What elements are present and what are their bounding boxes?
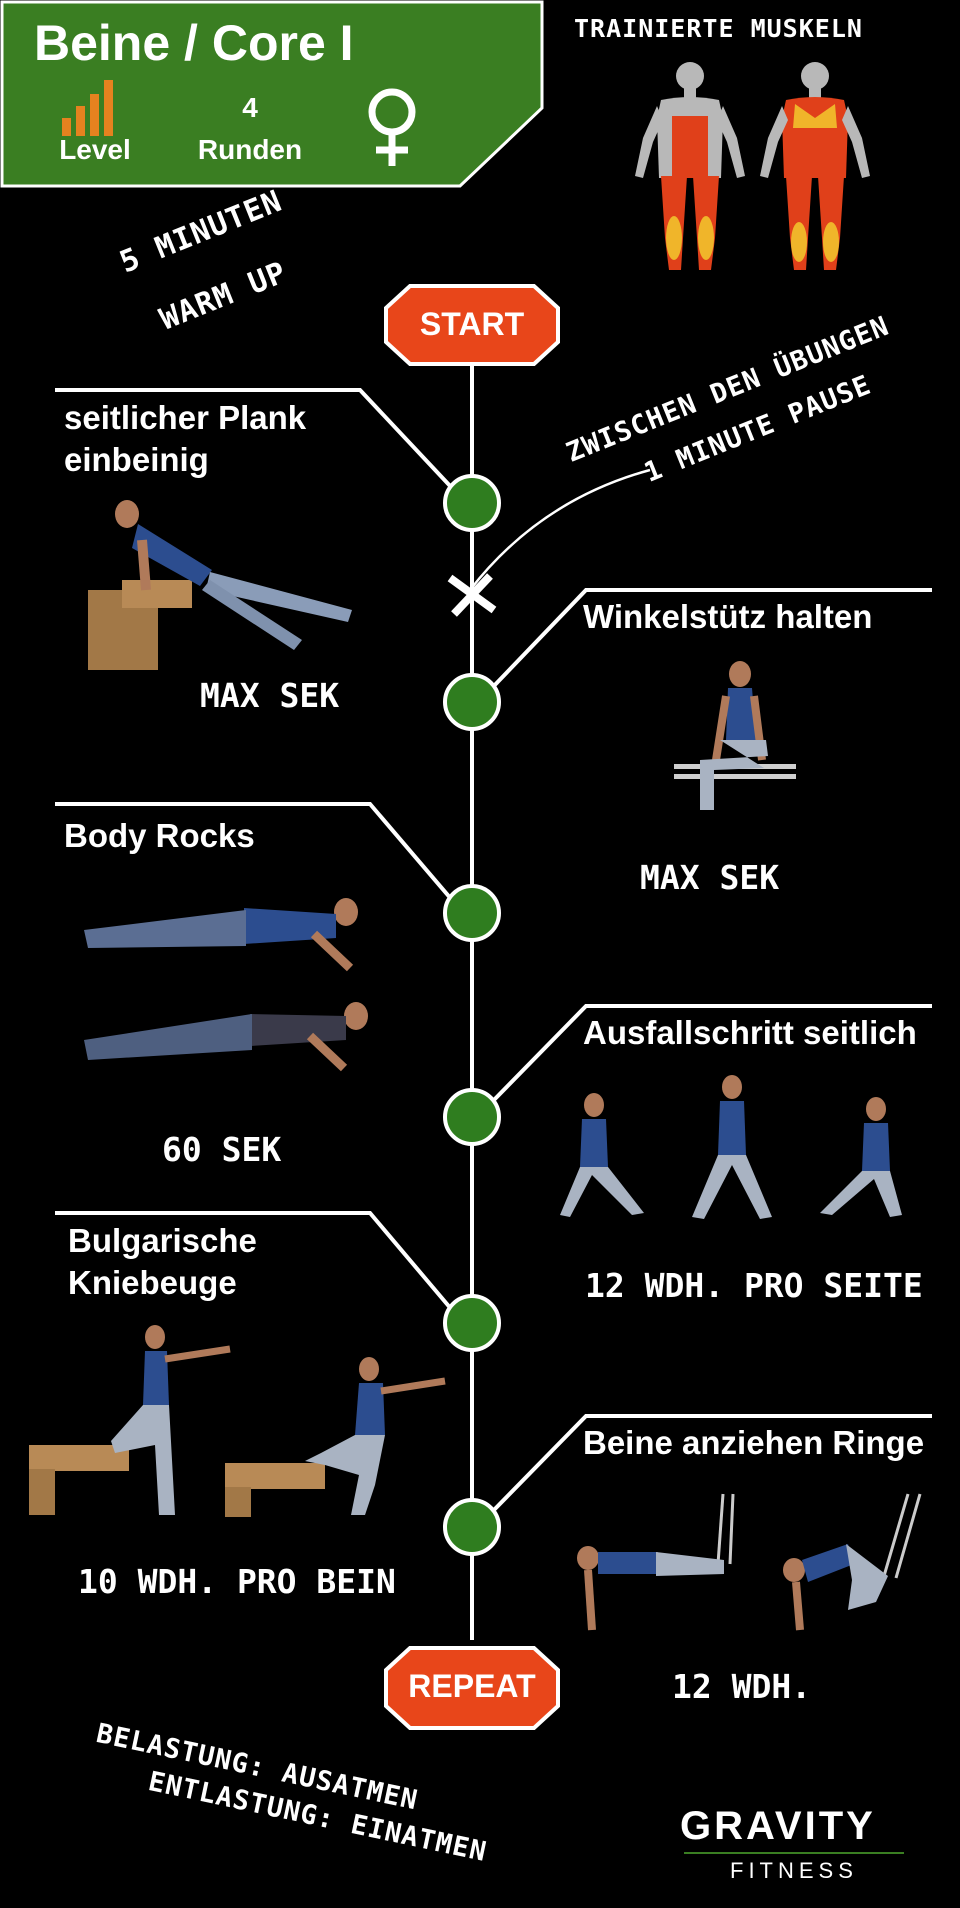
brand-name: GRAVITY (680, 1804, 876, 1848)
repeat-label: REPEAT (408, 1668, 536, 1704)
rounds-value: 4 (242, 92, 258, 123)
side-plank-figure (88, 500, 352, 670)
exercise-3-name-line1: Body Rocks (64, 817, 255, 854)
exercise-2-name-line1: Winkelstütz halten (583, 598, 873, 635)
timeline-node-4 (443, 1088, 501, 1146)
connector-3 (55, 802, 454, 902)
timeline-node-5 (443, 1294, 501, 1352)
level-label: Level (59, 134, 131, 165)
level-bars-icon (62, 80, 113, 136)
exercise-5-name-line2: Kniebeuge (68, 1264, 237, 1302)
rings-knee-tuck-figures (577, 1493, 922, 1631)
exercise-1-name: seitlicher Plank einbeinig (64, 397, 306, 481)
pause-pointer-curve (469, 468, 651, 591)
pause-x-icon (447, 573, 497, 617)
exercise-4-name: Ausfallschritt seitlich (583, 1012, 917, 1054)
exercise-1-name-line1: seitlicher Plank (64, 399, 307, 436)
back-body-figure (760, 62, 870, 270)
timeline-node-3 (443, 884, 501, 942)
start-label: START (419, 306, 525, 342)
l-sit-figure (674, 661, 796, 810)
exercise-6-reps: 12 WDH. (672, 1667, 812, 1706)
exercise-1-reps: MAX SEK (200, 676, 340, 715)
side-lunge-figures (560, 1075, 902, 1219)
exercise-3-reps: 60 SEK (162, 1130, 282, 1169)
brand-sub: FITNESS (730, 1858, 858, 1883)
start-sign (384, 284, 560, 366)
connector-4 (488, 1004, 932, 1106)
exercise-2-reps: MAX SEK (640, 858, 780, 897)
exercise-6-name: Beine anziehen Ringe (583, 1422, 924, 1464)
muscles-title: TRAINIERTE MUSKELN (574, 14, 863, 43)
exercise-4-reps: 12 WDH. PRO SEITE (585, 1266, 923, 1305)
brand-underline (684, 1852, 904, 1854)
female-symbol-icon (368, 88, 416, 166)
front-body-figure (635, 62, 745, 270)
exercise-5-name: Bulgarische Kniebeuge (68, 1220, 257, 1304)
exercise-5-reps: 10 WDH. PRO BEIN (78, 1562, 396, 1601)
muscle-diagram (635, 62, 870, 270)
connector-5 (55, 1211, 454, 1312)
rounds-label: Runden (197, 134, 303, 165)
exercise-3-name: Body Rocks (64, 815, 255, 857)
exercise-2-name: Winkelstütz halten (583, 596, 872, 638)
exercise-4-name-line1: Ausfallschritt seitlich (583, 1014, 917, 1051)
body-rocks-figure (84, 898, 368, 1072)
connector-1 (55, 388, 454, 490)
header-panel: Beine / Core I Level 4 Runden (0, 0, 545, 188)
exercise-1-name-line2: einbeinig (64, 441, 209, 479)
timeline-node-2 (443, 673, 501, 731)
exercise-5-name-line1: Bulgarische (68, 1222, 257, 1259)
bulgarian-squat-figures (29, 1325, 446, 1517)
timeline-node-1 (443, 474, 501, 532)
timeline-node-6 (443, 1498, 501, 1556)
workout-title: Beine / Core I (34, 15, 354, 71)
exercise-6-name-line1: Beine anziehen Ringe (583, 1424, 925, 1461)
connector-6 (488, 1414, 932, 1516)
connector-2 (488, 588, 932, 692)
header-background (0, 0, 544, 188)
repeat-sign (384, 1646, 560, 1730)
